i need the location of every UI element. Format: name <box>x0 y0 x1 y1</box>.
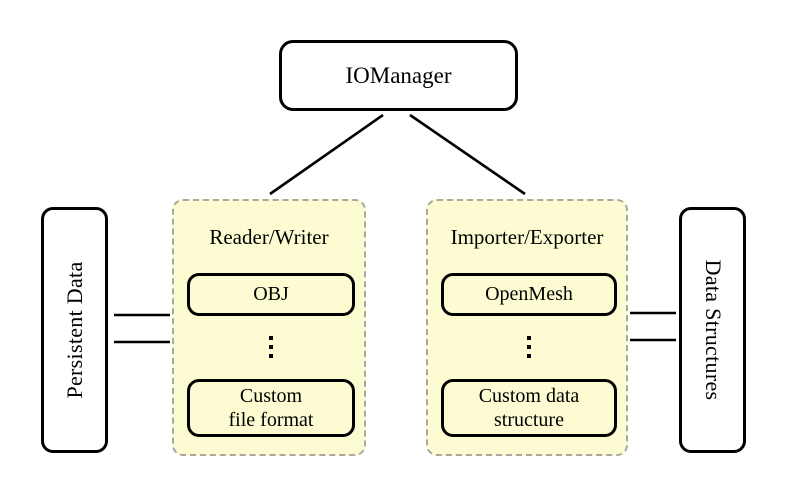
arrow-manager-importer-exporter <box>409 113 526 196</box>
node-io-manager[interactable]: IOManager <box>279 40 518 111</box>
ellipsis-icon-reader-writer <box>266 336 276 358</box>
node-openmesh[interactable]: OpenMesh <box>441 273 617 316</box>
node-custom-file-format[interactable]: Custom file format <box>187 379 355 437</box>
panel-importer-exporter[interactable]: Importer/Exporter OpenMesh Custom data s… <box>426 199 628 456</box>
node-custom-data-structure-label: Custom data structure <box>479 384 580 433</box>
panel-reader-writer-title: Reader/Writer <box>209 225 329 249</box>
node-persistent-data-label: Persistent Data <box>61 261 87 399</box>
ellipsis-icon-importer-exporter <box>524 336 534 358</box>
node-custom-file-format-line1: Custom <box>239 384 303 407</box>
node-custom-data-structure-line2: structure <box>494 409 564 431</box>
arrow-manager-reader-writer <box>269 113 384 196</box>
node-data-structures[interactable]: Data Structures <box>679 207 746 453</box>
node-persistent-data[interactable]: Persistent Data <box>41 207 108 453</box>
node-custom-data-structure[interactable]: Custom data structure <box>441 379 617 437</box>
node-custom-data-structure-line1: Custom data <box>478 384 580 407</box>
panel-reader-writer[interactable]: Reader/Writer OBJ Custom file format <box>172 199 366 456</box>
panel-importer-exporter-title: Importer/Exporter <box>450 225 604 249</box>
node-openmesh-label: OpenMesh <box>485 283 573 306</box>
node-custom-file-format-label: Custom file format <box>229 384 314 433</box>
node-obj-label: OBJ <box>253 283 289 306</box>
node-data-structures-label: Data Structures <box>700 259 726 401</box>
node-obj[interactable]: OBJ <box>187 273 355 316</box>
node-custom-file-format-line2: file format <box>228 409 314 431</box>
node-io-manager-label: IOManager <box>345 62 452 88</box>
